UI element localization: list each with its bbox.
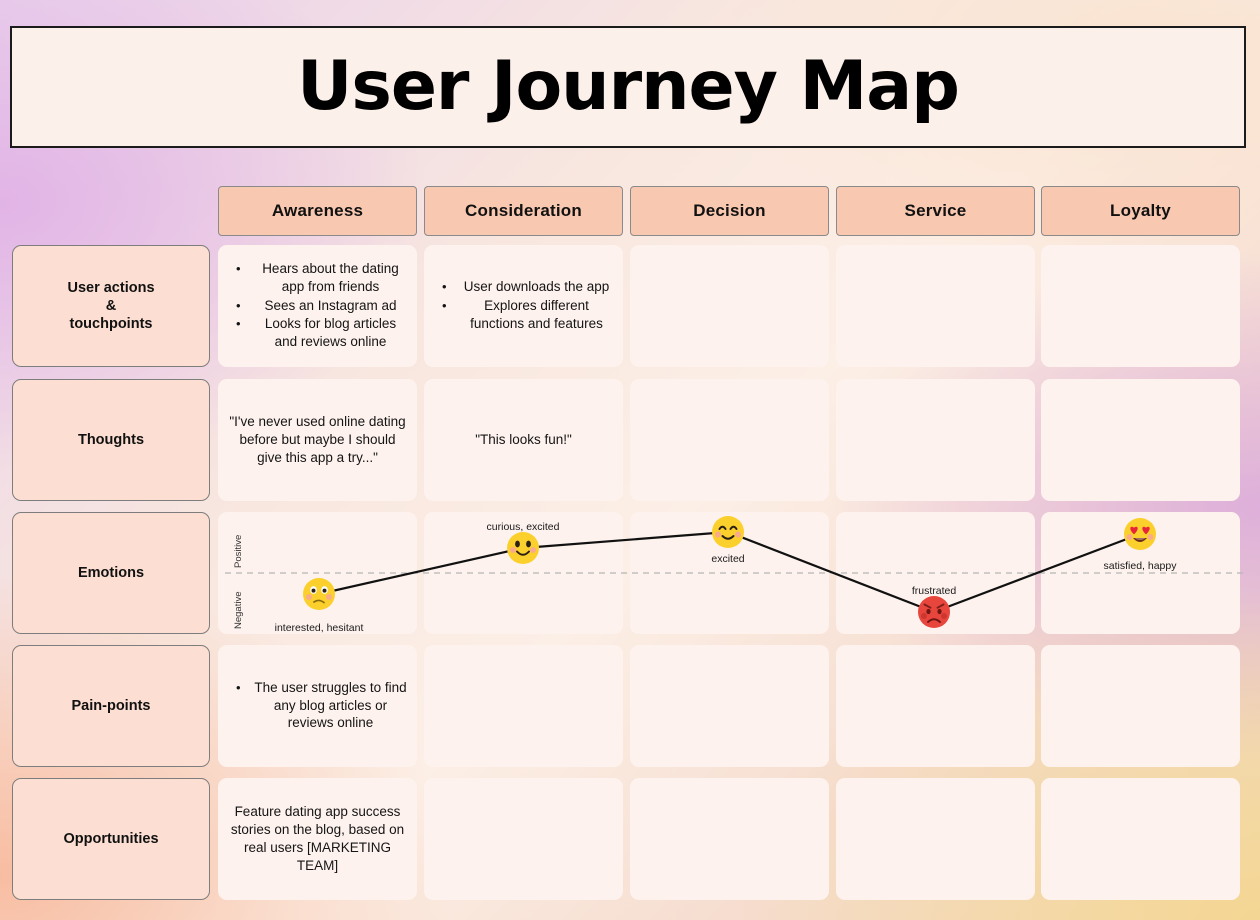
emotion-caption: interested, hesitant [274, 622, 364, 634]
list-item: Sees an Instagram ad [236, 297, 407, 315]
cell-user-actions-loyalty[interactable] [1041, 245, 1240, 367]
cell-opportunities-consideration[interactable] [424, 778, 623, 900]
cell-thoughts-awareness[interactable]: "I've never used online dating before bu… [218, 379, 417, 501]
bullet-list: Hears about the dating app from friendsS… [228, 260, 407, 351]
title-box: User Journey Map [10, 26, 1246, 148]
bullet-list: User downloads the appExplores different… [434, 278, 613, 332]
emotion-caption: satisfied, happy [1103, 560, 1177, 572]
cell-pain-points-loyalty[interactable] [1041, 645, 1240, 767]
smiling-face-icon [506, 531, 540, 565]
cell-emotions-awareness[interactable] [218, 512, 417, 634]
row-label-text: Thoughts [77, 431, 145, 448]
stage-header-label: Loyalty [1110, 201, 1171, 220]
cell-user-actions-decision[interactable] [630, 245, 829, 367]
cell-opportunities-decision[interactable] [630, 778, 829, 900]
axis-label-positive: Positive [233, 534, 244, 568]
cell-user-actions-consideration[interactable]: User downloads the appExplores different… [424, 245, 623, 367]
row-label-text: Emotions [77, 564, 145, 581]
bullet-list: The user struggles to find any blog arti… [228, 679, 407, 732]
stage-header-label: Consideration [465, 201, 582, 220]
cell-text: "I've never used online dating before bu… [229, 414, 406, 465]
stage-header-label: Service [904, 201, 967, 220]
row-label-text: Pain-points [71, 697, 151, 714]
cell-thoughts-service[interactable] [836, 379, 1035, 501]
emotion-caption: curious, excited [486, 521, 560, 533]
cell-opportunities-loyalty[interactable] [1041, 778, 1240, 900]
cell-user-actions-awareness[interactable]: Hears about the dating app from friendsS… [218, 245, 417, 367]
row-label-user-actions[interactable]: User actions & touchpoints [12, 245, 210, 367]
stage-header-awareness[interactable]: Awareness [218, 186, 417, 236]
page-title: User Journey Map [297, 47, 960, 126]
cell-pain-points-service[interactable] [836, 645, 1035, 767]
list-item: Looks for blog articles and reviews onli… [236, 315, 407, 351]
list-item: User downloads the app [442, 278, 613, 296]
cell-user-actions-service[interactable] [836, 245, 1035, 367]
cell-opportunities-awareness[interactable]: Feature dating app success stories on th… [218, 778, 417, 900]
stage-header-service[interactable]: Service [836, 186, 1035, 236]
stage-header-decision[interactable]: Decision [630, 186, 829, 236]
cell-pain-points-decision[interactable] [630, 645, 829, 767]
cell-thoughts-decision[interactable] [630, 379, 829, 501]
row-label-thoughts[interactable]: Thoughts [12, 379, 210, 501]
cell-pain-points-awareness[interactable]: The user struggles to find any blog arti… [218, 645, 417, 767]
cell-opportunities-service[interactable] [836, 778, 1035, 900]
list-item: The user struggles to find any blog arti… [236, 679, 407, 732]
row-label-emotions[interactable]: Emotions [12, 512, 210, 634]
angry-face-icon [917, 595, 951, 629]
confused-face-icon [302, 577, 336, 611]
emotion-caption: excited [711, 553, 745, 565]
axis-label-negative: Negative [233, 591, 244, 630]
emotion-caption: frustrated [911, 585, 957, 597]
heart-eyes-face-icon [1123, 517, 1157, 551]
row-label-text: Opportunities [63, 830, 159, 847]
stage-header-loyalty[interactable]: Loyalty [1041, 186, 1240, 236]
cell-text: "This looks fun!" [475, 432, 572, 448]
row-label-text: User actions & touchpoints [67, 279, 155, 333]
cell-thoughts-consideration[interactable]: "This looks fun!" [424, 379, 623, 501]
cell-thoughts-loyalty[interactable] [1041, 379, 1240, 501]
stage-header-label: Awareness [271, 201, 364, 220]
row-label-pain-points[interactable]: Pain-points [12, 645, 210, 767]
list-item: Explores different functions and feature… [442, 297, 613, 333]
stage-header-consideration[interactable]: Consideration [424, 186, 623, 236]
stage-header-label: Decision [693, 201, 766, 220]
row-label-opportunities[interactable]: Opportunities [12, 778, 210, 900]
list-item: Hears about the dating app from friends [236, 260, 407, 296]
happy-face-icon [711, 515, 745, 549]
cell-text: Feature dating app success stories on th… [230, 804, 405, 873]
cell-pain-points-consideration[interactable] [424, 645, 623, 767]
